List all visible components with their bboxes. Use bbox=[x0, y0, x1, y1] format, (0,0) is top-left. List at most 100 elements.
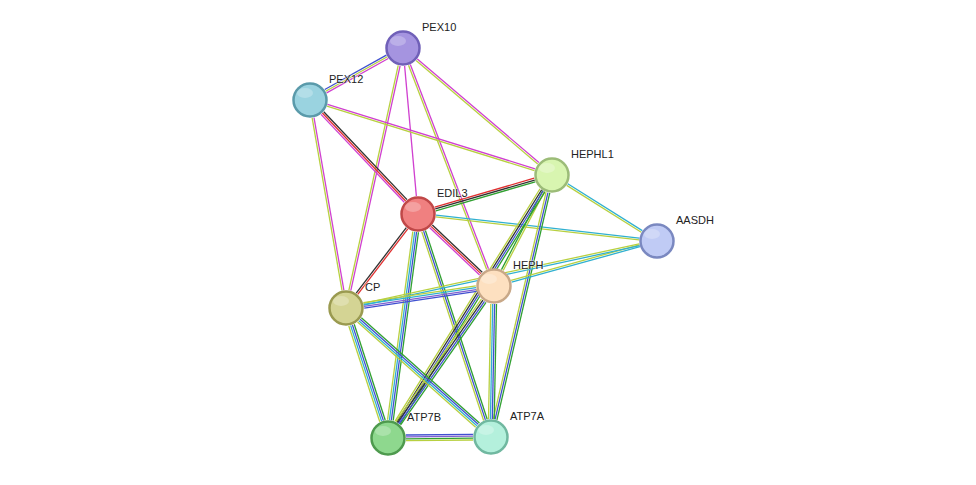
protein-label: AASDH bbox=[676, 214, 714, 227]
evidence-line bbox=[416, 60, 538, 164]
evidence-line bbox=[354, 324, 385, 420]
node-highlight bbox=[481, 274, 497, 284]
interaction-edge bbox=[356, 228, 408, 295]
evidence-line bbox=[351, 66, 400, 291]
node-shape bbox=[478, 270, 511, 303]
evidence-line bbox=[395, 189, 540, 421]
node-circle bbox=[639, 223, 675, 259]
evidence-line bbox=[314, 118, 344, 291]
evidence-line bbox=[360, 319, 478, 424]
evidence-line bbox=[422, 232, 484, 421]
node-highlight bbox=[644, 229, 660, 239]
node-highlight bbox=[405, 202, 421, 212]
evidence-line bbox=[489, 304, 491, 419]
node-highlight bbox=[539, 163, 555, 173]
evidence-line bbox=[312, 118, 342, 291]
interaction-edge bbox=[363, 286, 476, 308]
node-shape bbox=[372, 422, 405, 455]
node-shape bbox=[387, 32, 420, 65]
interaction-edge bbox=[435, 178, 535, 211]
node-shape bbox=[294, 84, 327, 117]
evidence-line bbox=[325, 55, 387, 89]
node-circle bbox=[400, 196, 436, 232]
evidence-line bbox=[356, 228, 406, 293]
node-shape bbox=[475, 421, 508, 454]
interaction-edge bbox=[349, 65, 400, 290]
protein-node: PEX10 bbox=[385, 30, 421, 66]
interaction-edge bbox=[325, 55, 388, 93]
protein-node: HEPH bbox=[476, 268, 512, 304]
node-circle bbox=[473, 419, 509, 455]
evidence-line bbox=[406, 434, 473, 436]
node-shape bbox=[641, 225, 674, 258]
evidence-line bbox=[321, 114, 404, 202]
protein-label: PEX10 bbox=[422, 21, 456, 34]
node-highlight bbox=[390, 36, 406, 46]
interaction-edge bbox=[489, 304, 497, 419]
evidence-line bbox=[364, 246, 640, 305]
evidence-line bbox=[495, 193, 548, 420]
protein-label: ATP7B bbox=[407, 411, 441, 424]
evidence-line bbox=[406, 437, 473, 439]
protein-node: ATP7A bbox=[473, 419, 509, 455]
evidence-line bbox=[364, 288, 476, 305]
evidence-line bbox=[361, 318, 479, 423]
interaction-edge bbox=[416, 59, 539, 164]
interaction-edge bbox=[312, 118, 344, 291]
protein-label: HEPH bbox=[513, 259, 544, 272]
evidence-line bbox=[435, 180, 534, 209]
interaction-edge bbox=[358, 318, 480, 427]
evidence-line bbox=[493, 192, 546, 419]
evidence-line bbox=[435, 178, 534, 207]
evidence-line bbox=[436, 182, 535, 211]
evidence-line bbox=[359, 321, 477, 426]
node-shape bbox=[402, 198, 435, 231]
interaction-edge bbox=[327, 104, 535, 170]
evidence-line bbox=[363, 244, 639, 303]
interaction-edge bbox=[567, 184, 643, 232]
node-circle bbox=[370, 420, 406, 456]
evidence-line bbox=[512, 247, 640, 282]
evidence-line bbox=[406, 439, 473, 441]
evidence-line bbox=[497, 193, 550, 420]
protein-label: HEPHL1 bbox=[571, 148, 614, 161]
evidence-line bbox=[327, 58, 389, 92]
evidence-line bbox=[432, 225, 482, 272]
node-circle bbox=[385, 30, 421, 66]
evidence-line bbox=[388, 231, 413, 419]
node-highlight bbox=[478, 425, 494, 435]
interaction-edge bbox=[409, 64, 489, 269]
protein-label: PEX12 bbox=[329, 73, 363, 86]
evidence-line bbox=[358, 322, 476, 427]
node-circle bbox=[476, 268, 512, 304]
evidence-line bbox=[431, 226, 481, 273]
protein-node: CP bbox=[328, 290, 364, 326]
evidence-line bbox=[326, 57, 388, 91]
protein-label: EDIL3 bbox=[437, 187, 468, 200]
node-highlight bbox=[297, 88, 313, 98]
evidence-line bbox=[568, 184, 643, 231]
evidence-line bbox=[410, 64, 488, 268]
protein-label: CP bbox=[365, 281, 380, 294]
interaction-edge bbox=[406, 434, 473, 440]
interaction-edge bbox=[363, 244, 639, 305]
node-circle bbox=[292, 82, 328, 118]
evidence-line bbox=[567, 185, 642, 232]
evidence-line bbox=[349, 326, 380, 422]
node-highlight bbox=[333, 296, 349, 306]
interaction-edge bbox=[395, 189, 545, 424]
protein-label: ATP7A bbox=[510, 410, 544, 423]
protein-node: ATP7B bbox=[370, 420, 406, 456]
node-shape bbox=[330, 292, 363, 325]
node-circle bbox=[534, 157, 570, 193]
evidence-line bbox=[358, 229, 408, 294]
protein-node: EDIL3 bbox=[400, 196, 436, 232]
protein-node: AASDH bbox=[639, 223, 675, 259]
evidence-line bbox=[327, 104, 535, 168]
evidence-line bbox=[327, 106, 535, 170]
evidence-line bbox=[364, 290, 476, 307]
protein-node: HEPHL1 bbox=[534, 157, 570, 193]
evidence-line bbox=[389, 232, 414, 420]
